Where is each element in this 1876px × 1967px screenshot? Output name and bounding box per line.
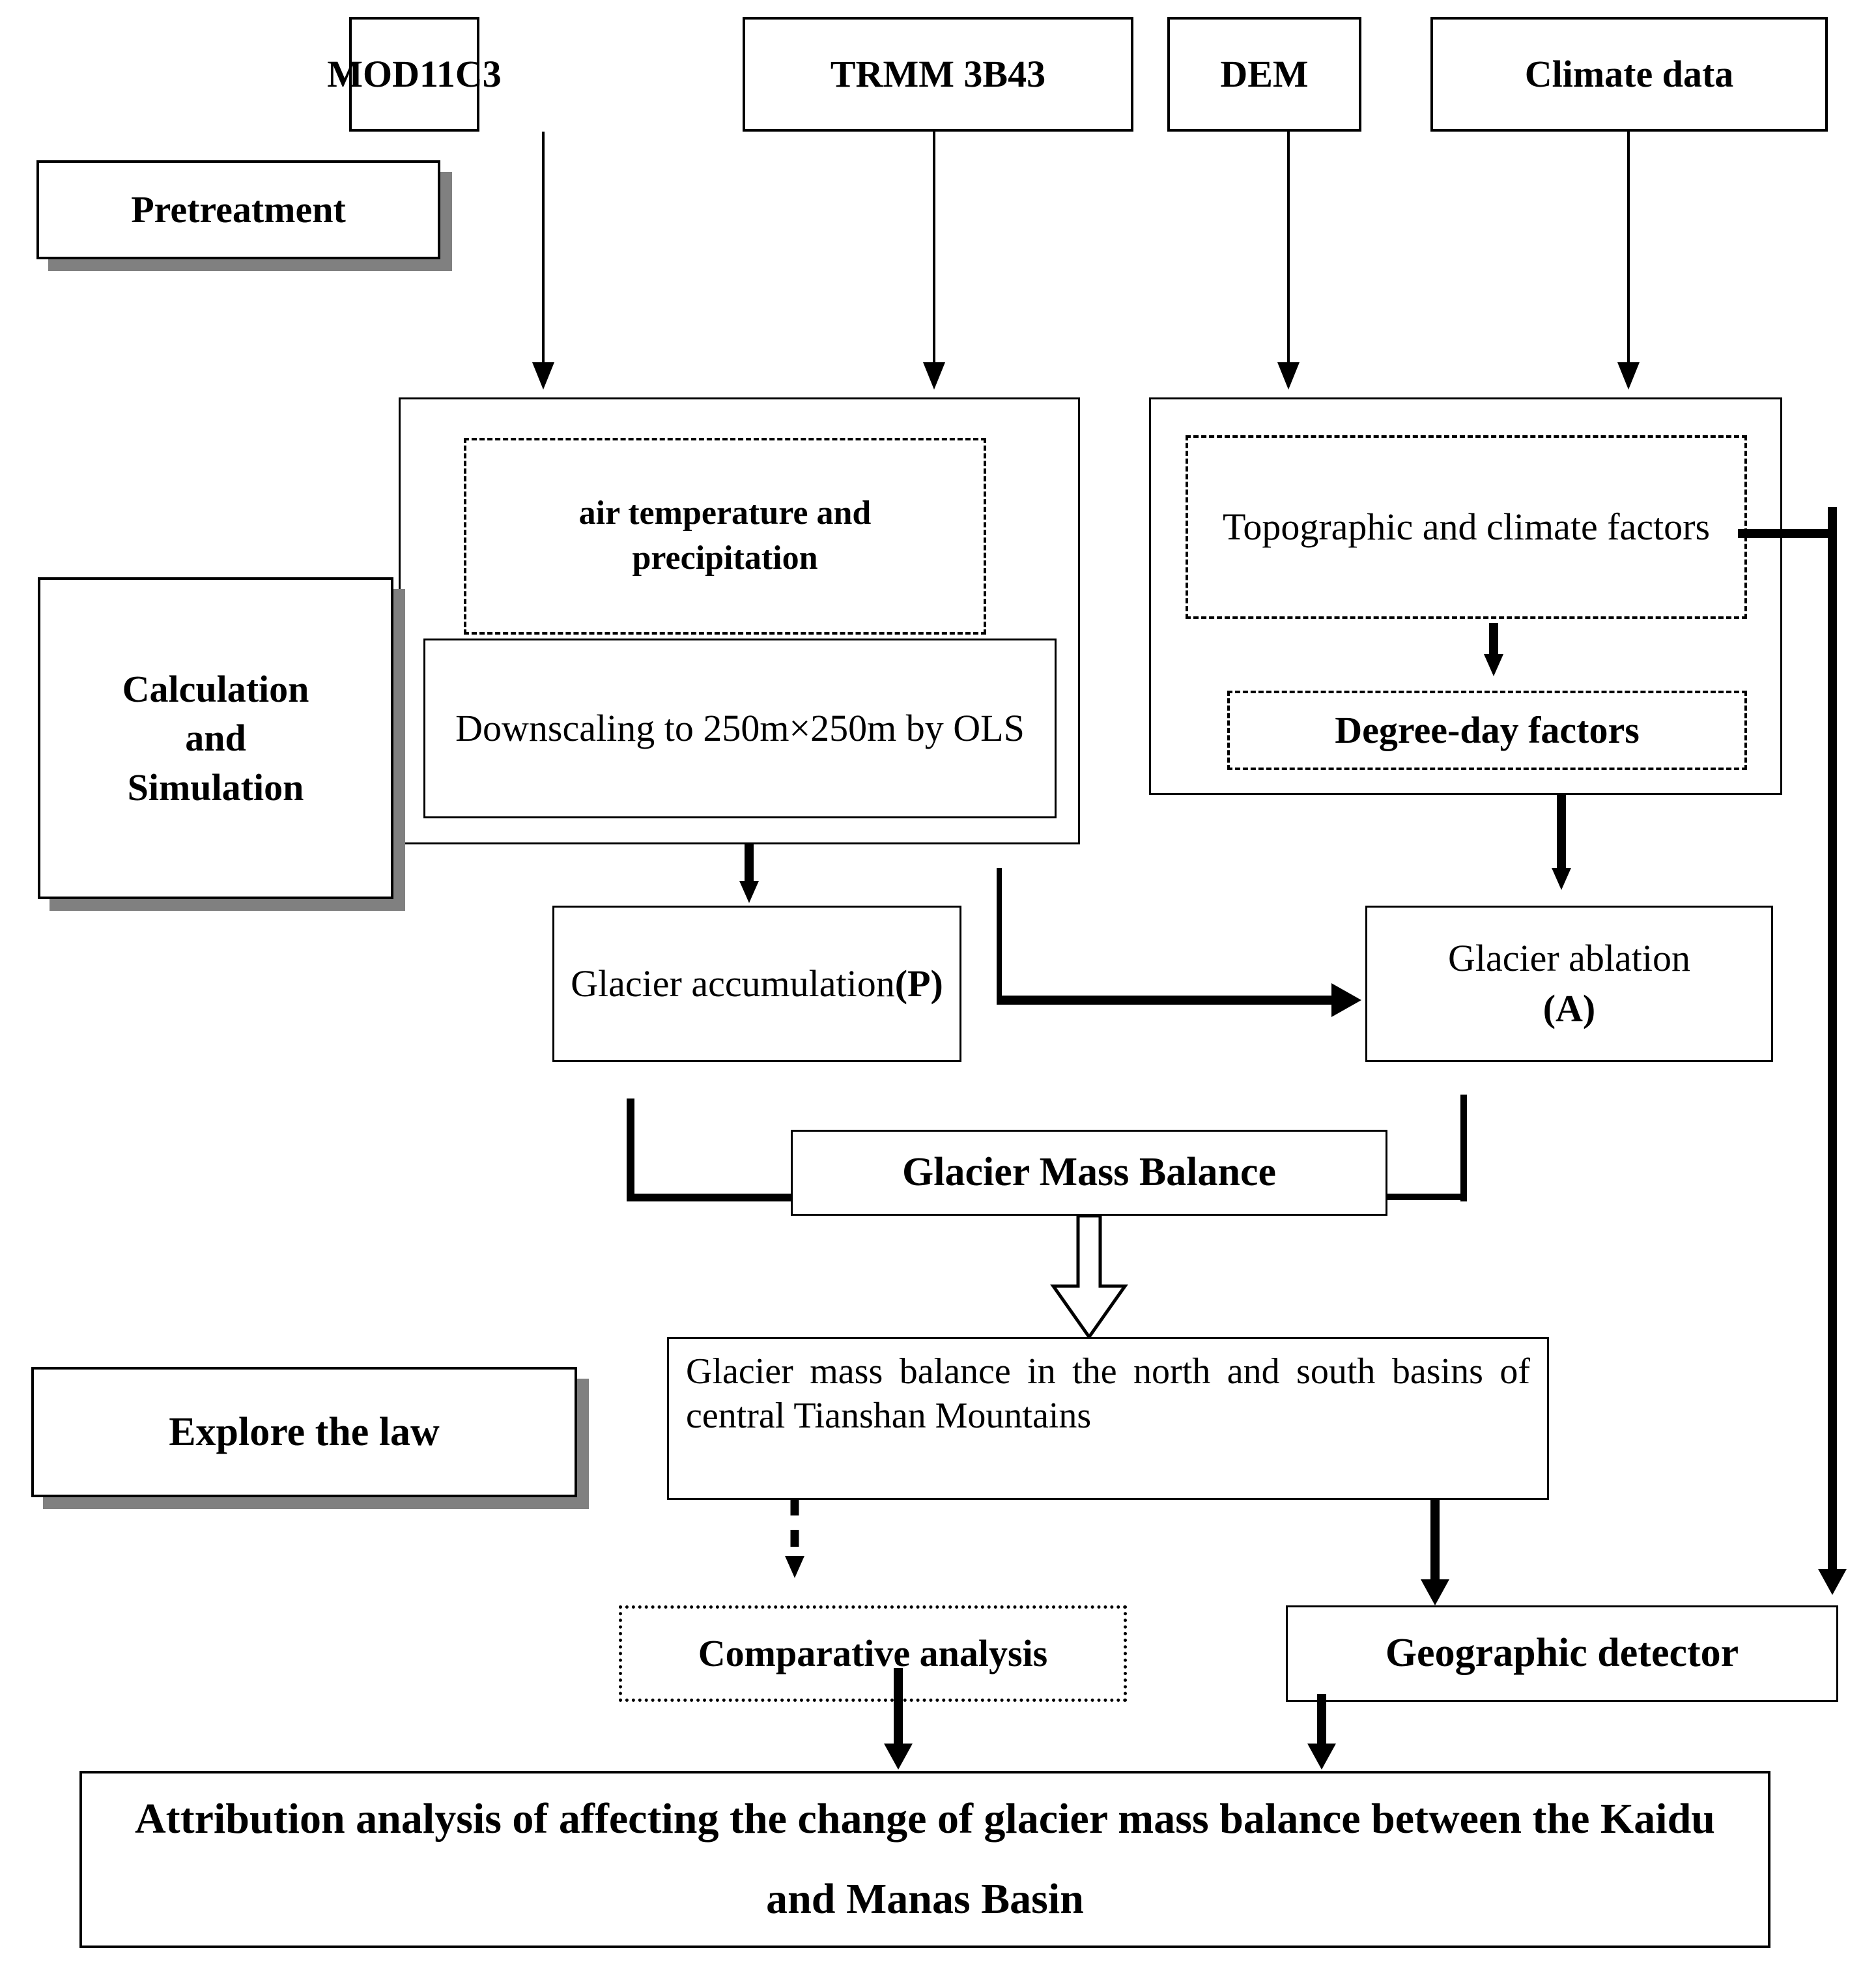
elbow-downscaling-to-ablation-horizontal: [997, 996, 1335, 1005]
data-source-label: Climate data: [1524, 52, 1734, 95]
arrowhead-ablation: [1552, 868, 1571, 890]
bracket-left-horizontal: [627, 1194, 797, 1201]
glacier-accumulation-box[interactable]: Glacier accumulation(P): [552, 906, 961, 1062]
accumulation-text: Glacier accumulation: [571, 962, 895, 1005]
arrowhead-trmm: [923, 362, 945, 390]
branch-factors-to-detector-horizontal: [1738, 529, 1837, 538]
data-source-trmm3b43[interactable]: TRMM 3B43: [743, 17, 1133, 132]
connector-factors-to-degreeday: [1489, 623, 1498, 659]
arrowhead-conclusion-from-detector: [1307, 1744, 1336, 1770]
connector-detector-to-conclusion: [1317, 1694, 1326, 1753]
topographic-climate-factors-box[interactable]: Topographic and climate factors: [1186, 435, 1747, 619]
bracket-right-vertical: [1460, 1095, 1467, 1201]
arrowhead-degreeday: [1484, 654, 1503, 676]
stage-label-calculation: Calculation and Simulation: [38, 577, 393, 899]
conclusion-label: Attribution analysis of affecting the ch…: [135, 1795, 1715, 1923]
data-source-label: MOD11C3: [327, 52, 502, 95]
arrowhead-comparative-analysis: [785, 1556, 804, 1578]
comparative-analysis-label: Comparative analysis: [698, 1631, 1048, 1674]
data-source-label: DEM: [1220, 52, 1309, 95]
variables-box[interactable]: air temperature and precipitation: [464, 438, 986, 635]
arrowhead-climate: [1617, 362, 1640, 390]
topographic-climate-factors-label: Topographic and climate factors: [1222, 505, 1711, 548]
conclusion-box[interactable]: Attribution analysis of affecting the ch…: [79, 1771, 1770, 1948]
connector-result-to-detector: [1430, 1500, 1440, 1587]
stage-label-text: Calculation and Simulation: [122, 667, 309, 809]
connector-trmm-to-group: [933, 132, 935, 366]
data-source-climate-data[interactable]: Climate data: [1430, 17, 1828, 132]
bracket-left-vertical: [627, 1098, 634, 1201]
dotted-connector-to-comparative: [790, 1499, 799, 1561]
glacier-mass-balance-box[interactable]: Glacier Mass Balance: [791, 1130, 1387, 1216]
data-source-mod11c3[interactable]: MOD11C3: [327, 17, 502, 132]
downscaling-label: Downscaling to 250m×250m by OLS: [455, 706, 1025, 749]
downscaling-box[interactable]: Downscaling to 250m×250m by OLS: [423, 639, 1057, 818]
arrowhead-ablation-from-accumulation: [1331, 983, 1361, 1017]
regional-result-box[interactable]: Glacier mass balance in the north and so…: [667, 1337, 1549, 1500]
accumulation-symbol: (P): [894, 962, 943, 1005]
arrowhead-conclusion-from-comparative: [884, 1744, 913, 1770]
arrowhead-geographic-detector: [1818, 1569, 1847, 1595]
bracket-right-horizontal: [1386, 1194, 1467, 1200]
variables-label: air temperature and precipitation: [578, 495, 872, 577]
degree-day-factors-label: Degree-day factors: [1335, 708, 1640, 751]
stage-label-explore: Explore the law: [31, 1367, 577, 1497]
regional-result-label: Glacier mass balance in the north and so…: [686, 1351, 1530, 1437]
geographic-detector-box[interactable]: Geographic detector: [1286, 1605, 1838, 1702]
comparative-analysis-box[interactable]: Comparative analysis: [619, 1605, 1127, 1702]
elbow-downscaling-to-ablation-vertical: [997, 868, 1002, 1003]
branch-factors-to-detector-vertical: [1828, 507, 1837, 1577]
stage-label-text: Pretreatment: [131, 188, 346, 231]
arrowhead-accumulation: [739, 881, 759, 903]
stage-label-text: Explore the law: [169, 1409, 440, 1454]
glacier-mass-balance-label: Glacier Mass Balance: [902, 1150, 1276, 1195]
connector-climate-to-group: [1627, 132, 1630, 366]
glacier-ablation-box[interactable]: Glacier ablation (A): [1365, 906, 1773, 1062]
ablation-symbol: (A): [1542, 987, 1596, 1029]
arrowhead-mod11c3: [532, 362, 554, 390]
connector-group-to-ablation: [1557, 795, 1566, 873]
connector-dem-to-group: [1287, 132, 1290, 366]
glacier-accumulation-label: Glacier accumulation(P): [571, 959, 943, 1009]
data-source-dem[interactable]: DEM: [1167, 17, 1361, 132]
geographic-detector-label: Geographic detector: [1385, 1631, 1739, 1676]
connector-comparative-to-conclusion: [894, 1668, 903, 1753]
connector-mod11c3-to-group: [542, 132, 545, 366]
block-arrow-down-icon: [1050, 1216, 1128, 1340]
connector-group-to-accumulation: [745, 844, 754, 886]
stage-label-pretreatment: Pretreatment: [36, 160, 440, 259]
degree-day-factors-box[interactable]: Degree-day factors: [1227, 691, 1747, 770]
glacier-ablation-label: Glacier ablation (A): [1448, 934, 1690, 1033]
ablation-text: Glacier ablation: [1448, 937, 1690, 980]
data-source-label: TRMM 3B43: [830, 52, 1046, 95]
arrowhead-detector-from-result: [1421, 1579, 1449, 1605]
arrowhead-dem: [1277, 362, 1300, 390]
